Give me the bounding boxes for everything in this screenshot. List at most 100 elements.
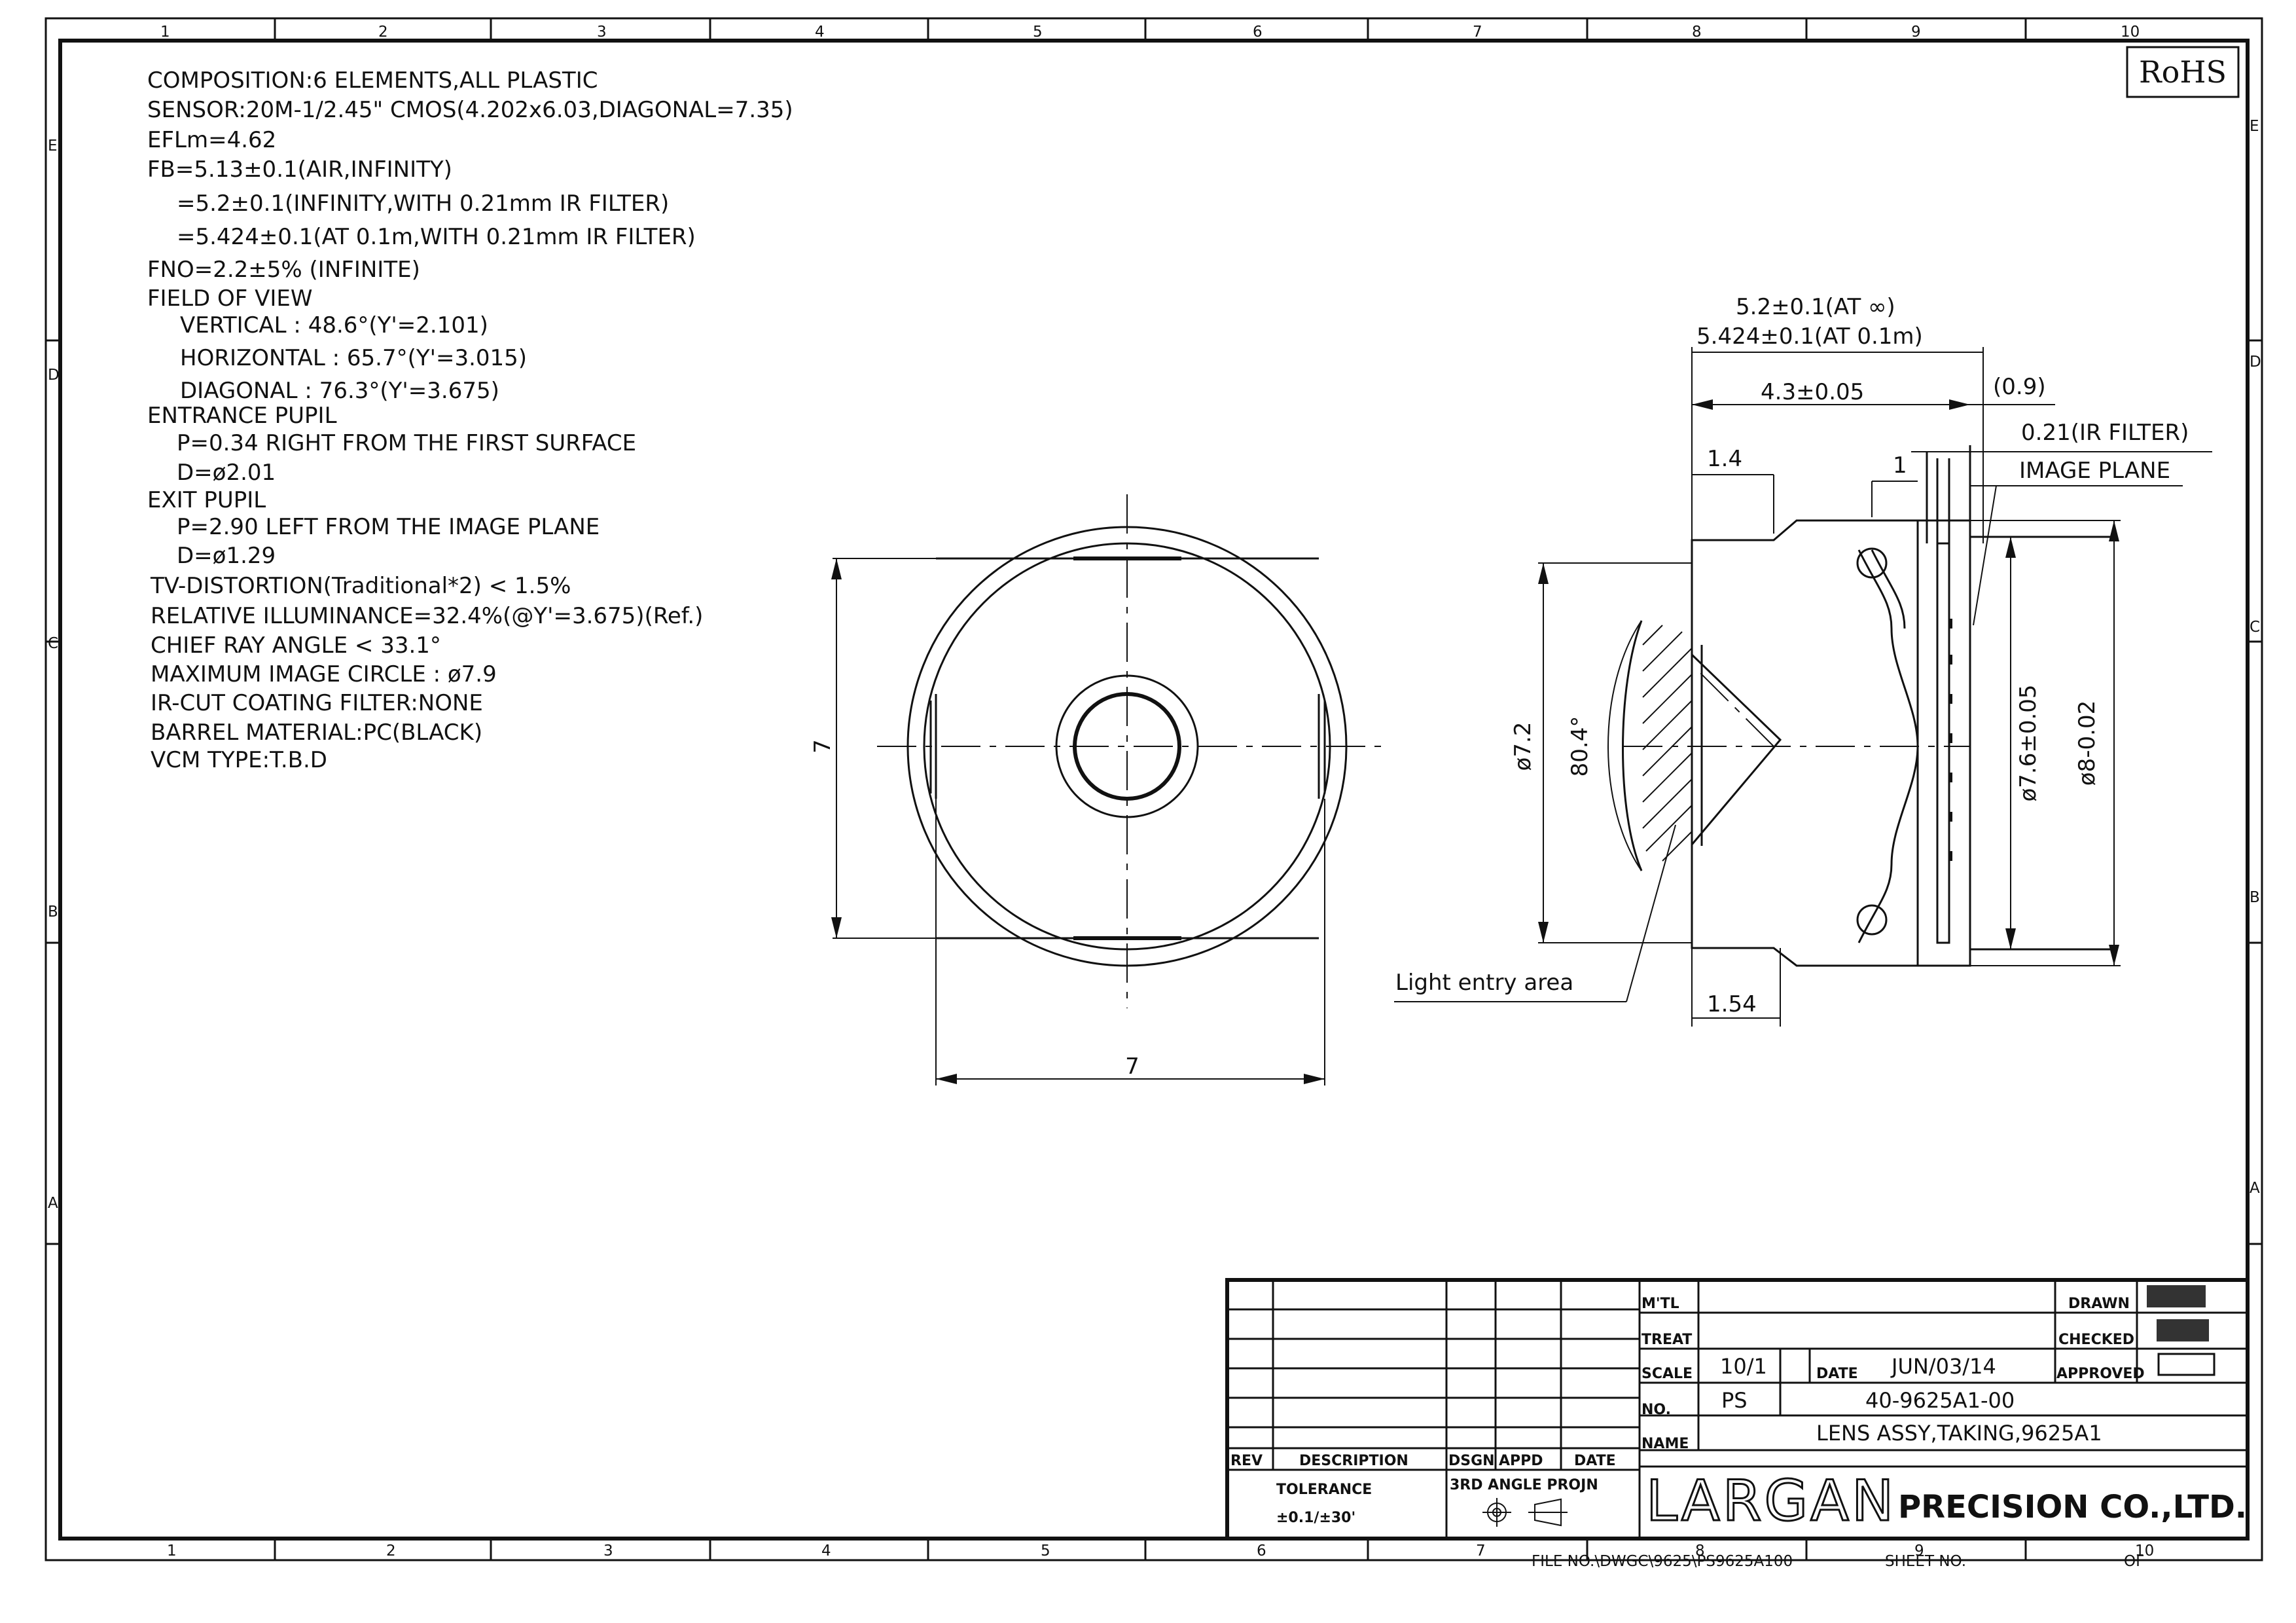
col-label-top-5: 5 bbox=[1033, 24, 1043, 41]
col-label-top-1: 1 bbox=[160, 24, 170, 41]
col-label-top-2: 2 bbox=[378, 24, 388, 41]
col-label-top-9: 9 bbox=[1911, 24, 1921, 41]
col-label-bottom-7: 7 bbox=[1476, 1542, 1486, 1559]
ps-value: PS bbox=[1721, 1388, 1748, 1413]
spec-efl: EFLm=4.62 bbox=[147, 127, 276, 153]
col-label-bottom-6: 6 bbox=[1257, 1542, 1266, 1559]
spec-exit-p: P=2.90 LEFT FROM THE IMAGE PLANE bbox=[177, 514, 600, 540]
row-label-left-d: D bbox=[48, 367, 60, 384]
step-dim: 1.4 bbox=[1707, 446, 1742, 472]
spec-distortion: TV-DISTORTION(Traditional*2) < 1.5% bbox=[150, 573, 571, 599]
fb-near-dim: 5.424±0.1(AT 0.1m) bbox=[1696, 323, 1923, 350]
spec-cra: CHIEF RAY ANGLE < 33.1° bbox=[151, 632, 441, 659]
front-view: 7 7 bbox=[810, 494, 1382, 1085]
spec-vcm: VCM TYPE:T.B.D bbox=[151, 747, 327, 773]
col-label-bottom-2: 2 bbox=[386, 1542, 396, 1559]
side-view: 5.2±0.1(AT ∞) 5.424±0.1(AT 0.1m) 4.3±0.0… bbox=[1394, 294, 2212, 1027]
bottom-dim: 1.54 bbox=[1707, 991, 1757, 1017]
tolerance-label: TOLERANCE bbox=[1276, 1482, 1372, 1498]
checked-stamp bbox=[2157, 1319, 2209, 1341]
length-dim: 4.3±0.05 bbox=[1761, 379, 1864, 405]
image-plane-label: IMAGE PLANE bbox=[2019, 458, 2170, 484]
spec-ir-cut: IR-CUT COATING FILTER:NONE bbox=[151, 690, 483, 716]
angle-dim: 80.4° bbox=[1567, 716, 1593, 777]
appd-header: APPD bbox=[1499, 1453, 1543, 1469]
spec-fb-near: =5.424±0.1(AT 0.1m,WITH 0.21mm IR FILTER… bbox=[177, 224, 696, 250]
light-entry-label: Light entry area bbox=[1395, 970, 1573, 996]
spec-fb-infinity: =5.2±0.1(INFINITY,WITH 0.21mm IR FILTER) bbox=[177, 191, 669, 217]
barrel-diameter-dim: ø7.6±0.05 bbox=[2015, 684, 2041, 801]
col-label-bottom-9: 9 bbox=[1914, 1542, 1924, 1559]
spec-image-circle: MAXIMUM IMAGE CIRCLE : ø7.9 bbox=[151, 661, 497, 687]
filter-gap-dim: (0.9) bbox=[1993, 374, 2046, 400]
no-label: NO. bbox=[1641, 1402, 1671, 1418]
mtl-label: M'TL bbox=[1641, 1296, 1679, 1312]
col-label-top-6: 6 bbox=[1253, 24, 1263, 41]
date-label: DATE bbox=[1816, 1366, 1858, 1382]
spec-illuminance: RELATIVE ILLUMINANCE=32.4%(@Y'=3.675)(Re… bbox=[151, 603, 703, 629]
row-label-right-b: B bbox=[2250, 889, 2260, 906]
spec-composition: COMPOSITION:6 ELEMENTS,ALL PLASTIC bbox=[147, 67, 598, 94]
col-label-top-8: 8 bbox=[1692, 24, 1702, 41]
scale-label: SCALE bbox=[1641, 1366, 1693, 1382]
part-name: LENS ASSY,TAKING,9625A1 bbox=[1816, 1421, 2102, 1446]
rev-header: REV bbox=[1230, 1453, 1263, 1469]
treat-label: TREAT bbox=[1641, 1332, 1692, 1348]
col-label-top-3: 3 bbox=[597, 24, 607, 41]
front-height-dim: 7 bbox=[810, 739, 836, 754]
spec-notes: COMPOSITION:6 ELEMENTS,ALL PLASTIC SENSO… bbox=[147, 67, 793, 773]
col-label-bottom-4: 4 bbox=[821, 1542, 831, 1559]
approved-label: APPROVED bbox=[2056, 1366, 2145, 1382]
spec-exit-d: D=ø1.29 bbox=[177, 543, 276, 569]
front-width-dim: 7 bbox=[1125, 1053, 1139, 1080]
name-label: NAME bbox=[1641, 1436, 1689, 1452]
col-label-bottom-3: 3 bbox=[603, 1542, 613, 1559]
spec-fov-vertical: VERTICAL : 48.6°(Y'=2.101) bbox=[180, 312, 488, 338]
inner-border bbox=[58, 39, 2250, 1541]
company-suffix: PRECISION CO.,LTD. bbox=[1898, 1489, 2247, 1525]
spec-fb: FB=5.13±0.1(AIR,INFINITY) bbox=[147, 156, 452, 183]
outer-border bbox=[45, 17, 2263, 1561]
col-label-bottom-5: 5 bbox=[1041, 1542, 1050, 1559]
company-logo: LARGAN bbox=[1646, 1468, 1896, 1534]
row-label-left-c: C bbox=[48, 635, 58, 652]
row-label-left-e: E bbox=[48, 137, 58, 155]
dsgn-header: DSGN bbox=[1448, 1453, 1495, 1469]
file-number: FILE NO.\DWGC\9625\PS9625A100 bbox=[1532, 1553, 1793, 1570]
row-label-right-d: D bbox=[2250, 354, 2261, 371]
col-label-bottom-10: 10 bbox=[2135, 1542, 2154, 1559]
tolerance-value: ±0.1/±30' bbox=[1276, 1510, 1355, 1526]
checked-label: CHECKED bbox=[2058, 1332, 2134, 1348]
row-label-right-e: E bbox=[2250, 118, 2259, 135]
spec-fno: FNO=2.2±5% (INFINITE) bbox=[147, 257, 420, 283]
spec-fov-horizontal: HORIZONTAL : 65.7°(Y'=3.015) bbox=[180, 345, 527, 371]
sheet-number: SHEET NO. bbox=[1885, 1553, 1966, 1570]
rohs-label: RoHS bbox=[2139, 54, 2227, 90]
spec-fov-diagonal: DIAGONAL : 76.3°(Y'=3.675) bbox=[180, 378, 499, 404]
title-block: REV DESCRIPTION DSGN APPD DATE TOLERANCE… bbox=[1225, 1278, 2250, 1570]
fb-infinity-dim: 5.2±0.1(AT ∞) bbox=[1736, 294, 1895, 320]
outer-diameter-dim: ø8-0.02 bbox=[2074, 701, 2100, 786]
col-label-bottom-8: 8 bbox=[1695, 1542, 1705, 1559]
spec-barrel: BARREL MATERIAL:PC(BLACK) bbox=[151, 720, 482, 746]
ir-filter-dim: 0.21(IR FILTER) bbox=[2021, 420, 2189, 446]
spec-sensor: SENSOR:20M-1/2.45" CMOS(4.202x6.03,DIAGO… bbox=[147, 97, 793, 123]
col-label-top-7: 7 bbox=[1473, 24, 1482, 41]
drawn-stamp bbox=[2147, 1285, 2206, 1307]
col-label-top-4: 4 bbox=[815, 24, 825, 41]
projection-symbol bbox=[1482, 1498, 1568, 1527]
date-value: JUN/03/14 bbox=[1890, 1354, 1996, 1379]
row-label-left-a: A bbox=[48, 1195, 58, 1212]
description-header: DESCRIPTION bbox=[1299, 1453, 1408, 1469]
spec-fov-heading: FIELD OF VIEW bbox=[147, 285, 313, 312]
spec-entrance-p: P=0.34 RIGHT FROM THE FIRST SURFACE bbox=[177, 430, 636, 456]
of-label: OF bbox=[2124, 1553, 2144, 1570]
row-label-left-b: B bbox=[48, 903, 58, 921]
zone-ticks bbox=[46, 18, 2262, 1560]
spec-entrance-d: D=ø2.01 bbox=[177, 460, 276, 486]
spec-exit-heading: EXIT PUPIL bbox=[147, 487, 266, 513]
row-label-right-c: C bbox=[2250, 619, 2260, 636]
spec-entrance-heading: ENTRANCE PUPIL bbox=[147, 403, 337, 429]
rohs-box bbox=[2126, 46, 2240, 98]
